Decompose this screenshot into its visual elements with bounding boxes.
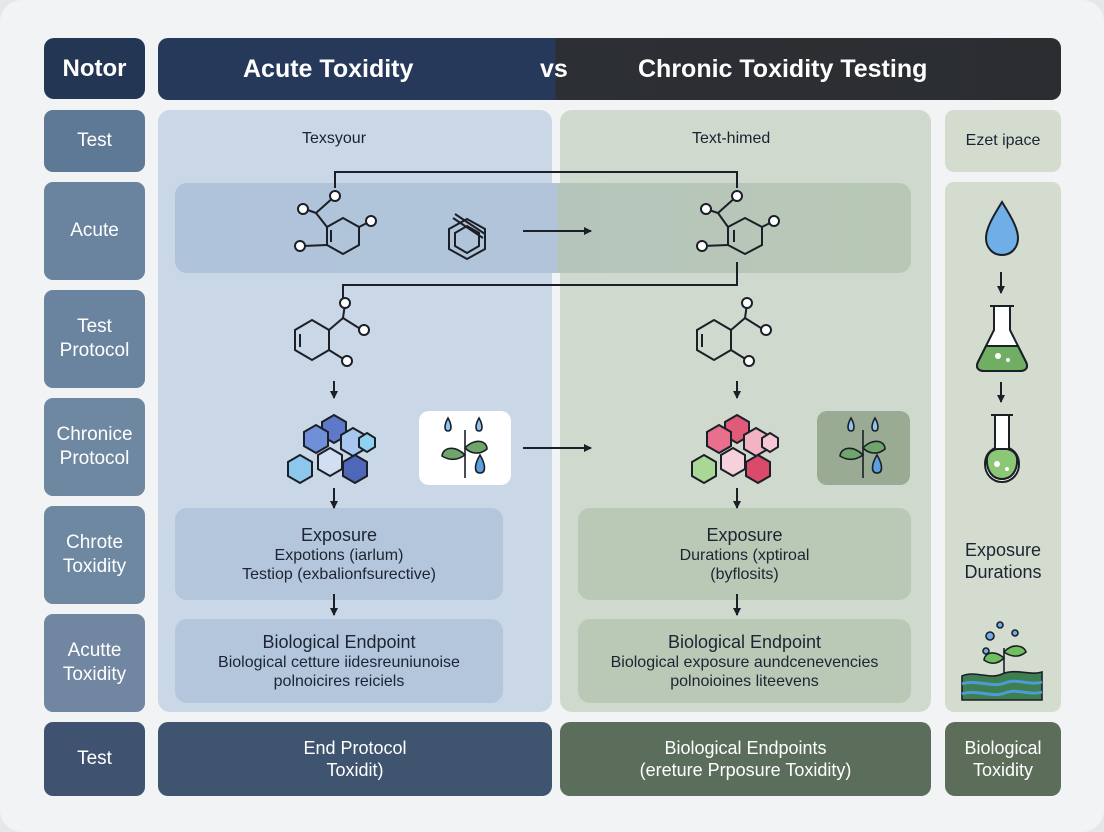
row-label-test-bottom: Test (44, 722, 145, 796)
acute-footer-box: End Protocol Toxidit) (158, 722, 552, 796)
row-label-text: Chrote Toxidity (62, 532, 127, 577)
seedling-water-icon (961, 621, 1043, 701)
row-label-chronice-protocol: Chronice Protocol (44, 398, 145, 496)
acute-endpoint-line1: Biological cetture iidesreuniunoise (218, 654, 460, 671)
acute-column-label: Texsyour (302, 130, 367, 147)
chronic-endpoint-box: Biological Endpoint Biological exposure … (578, 619, 911, 703)
chronic-endpoint-line2: polnoioines liteevens (670, 673, 819, 690)
third-exposure-line2: Durations (964, 562, 1042, 582)
molecule-icon (294, 190, 377, 256)
third-column-label: Ezet ipace (965, 132, 1041, 149)
row-label-chrote-toxidity: Chrote Toxidity (44, 506, 145, 604)
water-drop-icon (984, 200, 1020, 257)
structure-band (175, 183, 911, 273)
header-corner: Notor (44, 38, 145, 99)
connector-lines (334, 171, 738, 300)
benzene-icon (448, 213, 486, 261)
acute-exposure-line2: Testiop (exbalionfsurective) (242, 566, 436, 583)
third-footer-line1: Biological (964, 738, 1042, 758)
chronic-column-label: Text-himed (692, 130, 771, 147)
row-label-text: Test Protocol (59, 316, 130, 361)
row-label-text: Acute (70, 220, 119, 241)
plant-water-icon (441, 416, 488, 478)
hexagon-cluster-icon (287, 413, 376, 485)
chronic-exposure-title: Exposure (706, 525, 783, 545)
acute-exposure-title: Exposure (300, 525, 378, 545)
flask-icon (975, 305, 1029, 372)
header-right-title: Chronic Toxidity Testing (638, 55, 928, 83)
third-exposure-label: Exposure Durations (945, 536, 1061, 586)
acute-exposure-line1: Expotions (iarlum) (274, 547, 404, 564)
vertical-arrows (330, 272, 1005, 616)
third-footer-line2: Toxidity (972, 760, 1034, 780)
third-footer-box: Biological Toxidity (945, 722, 1061, 796)
chronic-endpoint-title: Biological Endpoint (667, 632, 822, 652)
row-label-acutte-toxidity: Acutte Toxidity (44, 614, 145, 712)
chronic-footer-box: Biological Endpoints (ereture Prposure T… (560, 722, 931, 796)
chronic-exposure-box: Exposure Durations (xptiroal (byflosits) (578, 508, 911, 600)
molecule-icon (294, 297, 370, 367)
row-label-text: Acutte Toxidity (62, 640, 127, 685)
chronic-footer-line2: (ereture Prposure Toxidity) (639, 760, 852, 780)
hexagon-cluster-icon (691, 413, 779, 485)
row-label-text: Test (77, 748, 112, 769)
row-label-test: Test (44, 110, 145, 172)
row-label-acute: Acute (44, 182, 145, 280)
acute-endpoint-title: Biological Endpoint (262, 632, 416, 652)
third-panel-header: Ezet ipace (945, 110, 1061, 172)
acute-exposure-box: Exposure Expotions (iarlum) Testiop (exb… (175, 508, 503, 600)
molecule-icon (696, 190, 780, 256)
header-banner (158, 38, 1061, 100)
row-label-text: Test (77, 130, 112, 151)
test-tube-icon (983, 414, 1021, 484)
header-corner-label: Notor (62, 54, 127, 82)
acute-footer-line2: Toxidit) (326, 760, 384, 780)
acute-footer-line1: End Protocol (303, 738, 407, 758)
plant-water-icon (839, 416, 886, 478)
acute-endpoint-line2: polnoicires reiciels (273, 673, 405, 690)
molecule-icon (696, 297, 772, 367)
row-label-text: Chronice Protocol (56, 424, 133, 469)
chronic-exposure-line1: Durations (xptiroal (679, 547, 810, 564)
third-exposure-line1: Exposure (964, 540, 1042, 560)
chronic-exposure-line2: (byflosits) (710, 566, 779, 583)
acute-endpoint-box: Biological Endpoint Biological cetture i… (175, 619, 503, 703)
row-label-test-protocol: Test Protocol (44, 290, 145, 388)
chronic-footer-line1: Biological Endpoints (664, 738, 827, 758)
header-left-title: Acute Toxidity (243, 55, 414, 83)
header-vs: vs (540, 55, 568, 83)
chronic-endpoint-line1: Biological exposure aundcenevencies (610, 654, 879, 671)
